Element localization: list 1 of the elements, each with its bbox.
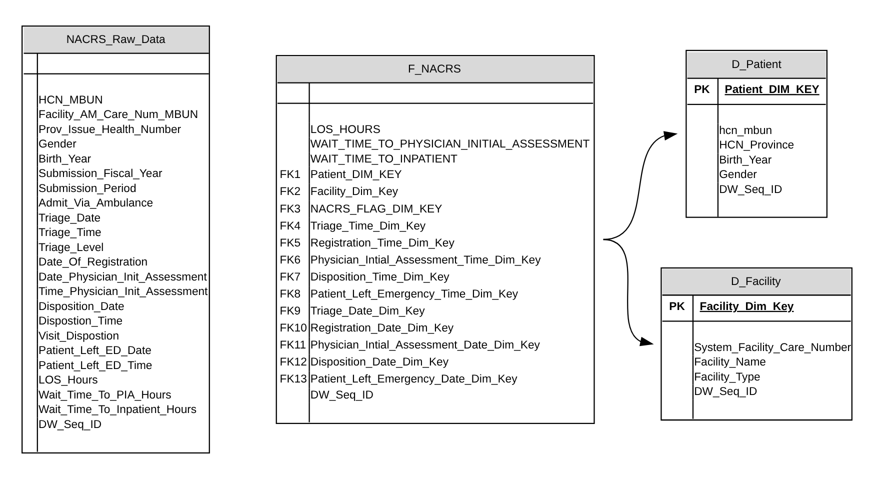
arrow: [603, 238, 654, 346]
